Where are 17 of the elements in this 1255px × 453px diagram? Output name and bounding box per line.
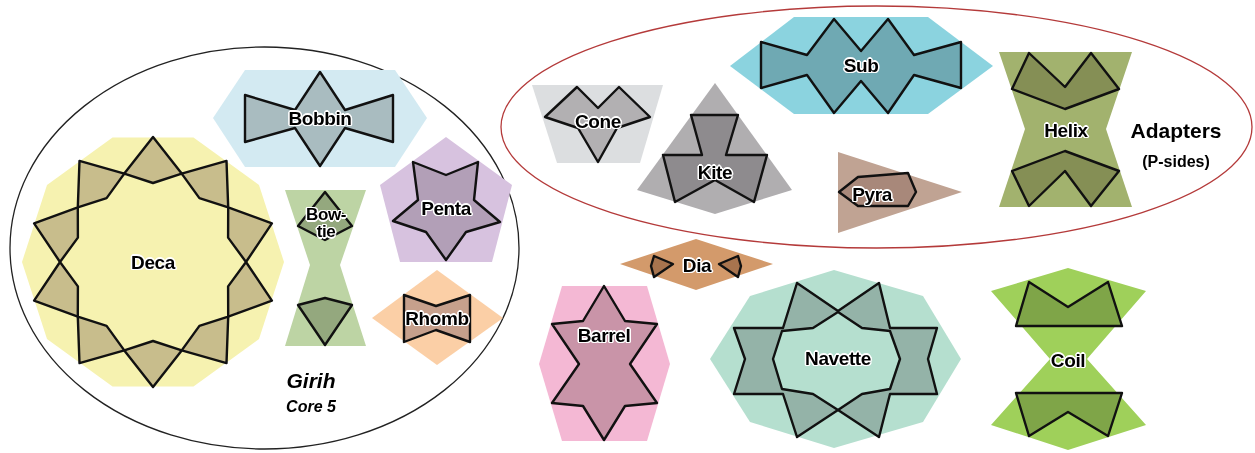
tile-label: Penta — [421, 198, 471, 218]
tile-label: Pyra — [852, 184, 892, 204]
tile-label: Helix — [1044, 120, 1088, 140]
group-title: Adapters — [1130, 119, 1222, 141]
group-title: (P-sides) — [1142, 154, 1210, 170]
tile-label: Bobbin — [288, 108, 352, 128]
group-title: Core 5 — [286, 399, 336, 415]
tile-label: Kite — [697, 162, 733, 182]
tile-label: Coil — [1050, 350, 1086, 370]
group-title: Girih — [286, 369, 336, 391]
tile-label: Deca — [131, 252, 175, 272]
tile-label: Cone — [575, 111, 621, 131]
tile-label: Navette — [805, 348, 871, 368]
tile-label: Barrel — [577, 325, 631, 345]
tile-label: Sub — [843, 55, 879, 75]
tile-label: Rhomb — [405, 308, 469, 328]
tile-label: Dia — [682, 255, 712, 275]
